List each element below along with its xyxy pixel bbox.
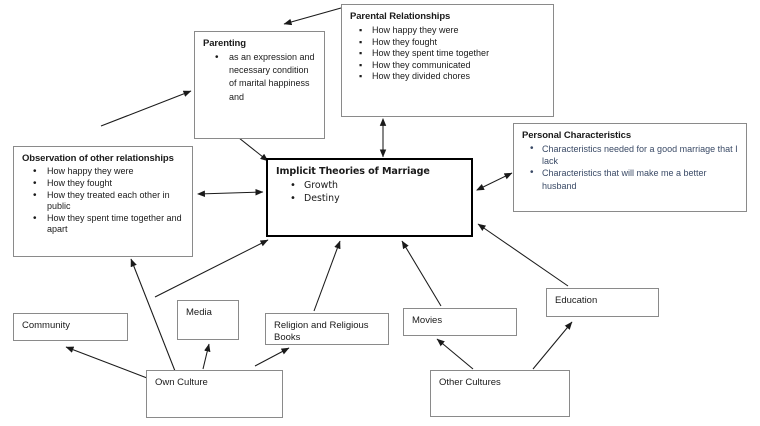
node-community[interactable]: Community — [13, 313, 128, 341]
node-parental-relationships[interactable]: Parental Relationships How happy they we… — [341, 4, 554, 117]
list-item: How they spent time together and apart — [22, 213, 185, 236]
node-other-cultures[interactable]: Other Cultures — [430, 370, 570, 417]
edge-ownculture-to-religion — [254, 347, 290, 367]
list-item: How they fought — [22, 178, 185, 190]
edge-observation-to-implicit — [196, 188, 264, 198]
node-label: Movies — [412, 315, 443, 326]
list-item: How they divided chores — [350, 71, 546, 83]
edge-religion-to-implicit — [313, 240, 341, 312]
node-title: Parental Relationships — [350, 11, 451, 22]
node-movies[interactable]: Movies — [403, 308, 517, 336]
edge-othercultures-to-movies — [436, 338, 474, 370]
list-item: Growth — [276, 179, 464, 192]
node-own-culture[interactable]: Own Culture — [146, 370, 283, 418]
list-item: How they spent time together — [350, 48, 546, 60]
node-education[interactable]: Education — [546, 288, 659, 317]
edge-ownculture-to-observation — [130, 258, 176, 372]
node-label: Community — [22, 320, 71, 331]
node-personal-characteristics[interactable]: Personal Characteristics Characteristics… — [513, 123, 747, 212]
edge-ownculture-to-media — [202, 343, 211, 370]
edge-movies-to-implicit — [401, 240, 442, 307]
bullet-list: as an expression and necessary condition… — [203, 51, 317, 104]
node-title: Parenting — [203, 38, 246, 49]
bullet-list: Characteristics needed for a good marria… — [522, 143, 739, 192]
node-observation-of-other-relationships[interactable]: Observation of other relationships How h… — [13, 146, 193, 257]
node-religion-and-religious-books[interactable]: Religion and Religious Books — [265, 313, 389, 345]
edge-implicit-to-personal — [476, 172, 513, 191]
edge-parental-to-parenting — [283, 7, 342, 26]
list-item: How they treated each other in public — [22, 190, 185, 213]
node-label: Religion and Religious Books — [274, 320, 369, 343]
list-item: Characteristics that will make me a bett… — [522, 167, 739, 191]
list-item: as an expression and necessary condition… — [203, 51, 317, 104]
node-media[interactable]: Media — [177, 300, 239, 340]
list-item: Characteristics needed for a good marria… — [522, 143, 739, 167]
bullet-list: How happy they were How they fought How … — [22, 166, 185, 236]
node-parenting[interactable]: Parenting as an expression and necessary… — [194, 31, 325, 139]
node-label: Own Culture — [155, 377, 208, 388]
list-item: How they fought — [350, 37, 546, 49]
node-label: Media — [186, 307, 212, 318]
edge-education-to-implicit — [477, 223, 569, 287]
node-label: Education — [555, 295, 598, 306]
bullet-list: How happy they were How they fought How … — [350, 25, 546, 83]
list-item: How happy they were — [350, 25, 546, 37]
node-title: Implicit Theories of Marriage — [276, 166, 430, 177]
edge-ownculture-to-community — [65, 346, 148, 379]
list-item: Destiny — [276, 192, 464, 205]
bullet-list: Growth Destiny — [276, 179, 464, 205]
node-implicit-theories-of-marriage[interactable]: Implicit Theories of Marriage Growth Des… — [266, 158, 473, 237]
edge-observation-to-parenting — [100, 90, 192, 127]
node-title: Observation of other relationships — [22, 153, 174, 164]
list-item: How happy they were — [22, 166, 185, 178]
node-label: Other Cultures — [439, 377, 501, 388]
node-title: Personal Characteristics — [522, 130, 632, 141]
list-item: How they communicated — [350, 60, 546, 72]
edge-othercultures-to-education — [532, 321, 573, 370]
